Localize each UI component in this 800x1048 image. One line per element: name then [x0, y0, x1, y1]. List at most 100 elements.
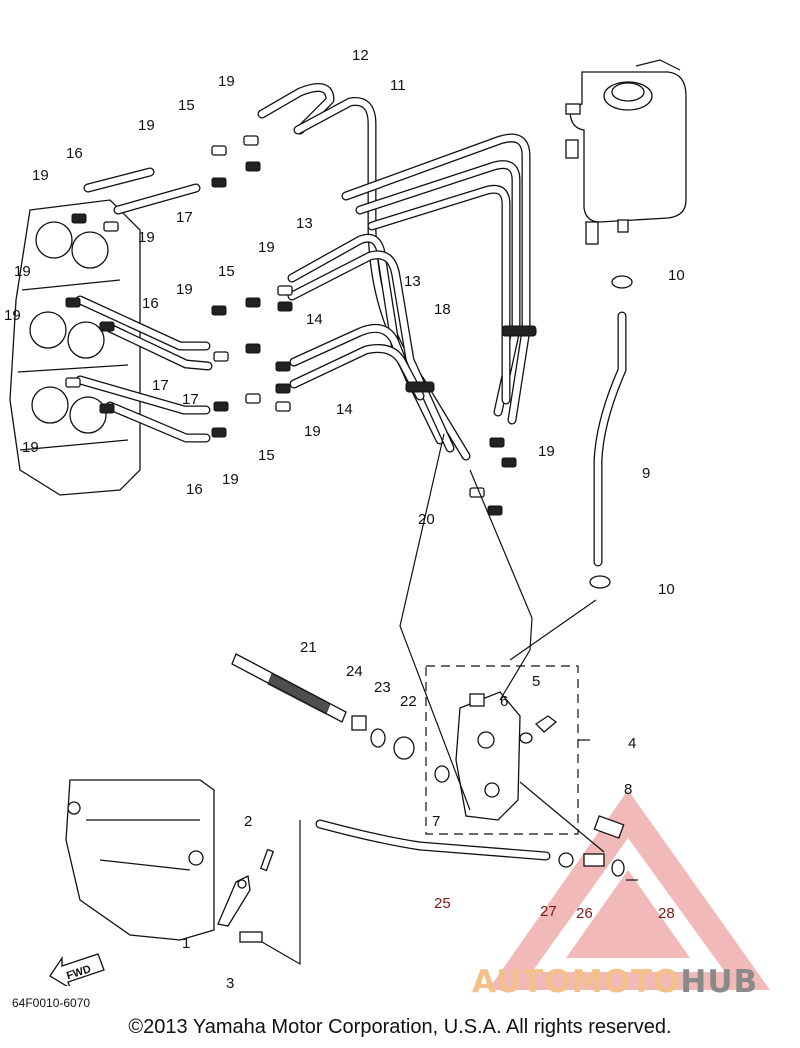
fitting-clip [71, 213, 87, 224]
fitting-clip [245, 343, 261, 354]
hose-12 [257, 83, 335, 135]
fitting-clip [65, 297, 81, 308]
callout-label-17: 17 [182, 391, 199, 408]
callout-label-23: 23 [374, 679, 391, 696]
callout-label-3: 3 [226, 975, 234, 992]
callout-label-11: 11 [390, 77, 406, 94]
callout-label-20: 20 [418, 511, 435, 528]
fitting-clip [245, 393, 261, 404]
fitting-clip [275, 361, 291, 372]
callout-label-22: 22 [400, 693, 417, 710]
callout-label-19: 19 [32, 167, 49, 184]
fitting-clip [243, 135, 259, 146]
bolt-5 [534, 715, 558, 733]
clamp-10 [589, 275, 633, 589]
callout-label-19: 19 [304, 423, 321, 440]
hose-14 [289, 323, 425, 401]
fitting-clip [103, 221, 119, 232]
callout-label-17: 17 [152, 377, 169, 394]
fitting-clip [211, 177, 227, 188]
callout-label-19: 19 [138, 117, 155, 134]
fitting-clip [501, 457, 517, 468]
fitting-8 [593, 815, 625, 839]
oil-tank [565, 59, 687, 245]
callout-label-9: 9 [642, 465, 650, 482]
callout-label-4: 4 [628, 735, 636, 752]
callout-label-25: 25 [434, 895, 451, 912]
engine-block [9, 199, 141, 496]
callout-label-1: 1 [182, 935, 190, 952]
joint-3 [239, 931, 263, 943]
fitting-clip [275, 401, 291, 412]
fitting-clip [245, 161, 261, 172]
callout-label-24: 24 [346, 663, 363, 680]
fitting-clip [277, 285, 293, 296]
copyright: ©2013 Yamaha Motor Corporation, U.S.A. A… [128, 1016, 672, 1038]
fitting-clip [245, 297, 261, 308]
fitting-clip [211, 305, 227, 316]
callout-label-21: 21 [300, 639, 317, 656]
callout-label-19: 19 [258, 239, 275, 256]
callout-label-8: 8 [624, 781, 632, 798]
oring-22 [370, 728, 386, 748]
brand-part2: HUB [680, 964, 759, 1000]
fitting-clip [211, 427, 227, 438]
fitting-clip [275, 383, 291, 394]
fitting-clip [489, 437, 505, 448]
callout-label-10: 10 [658, 581, 675, 598]
callout-label-14: 14 [306, 311, 323, 328]
watermark-triangle [488, 790, 770, 990]
watermark-brand: AUTOMOTOHUB [472, 964, 758, 1000]
callout-label-15: 15 [178, 97, 195, 114]
hose-9 [593, 311, 627, 567]
fitting-clip [469, 487, 485, 498]
callout-label-14: 14 [336, 401, 353, 418]
fitting-clip [65, 377, 81, 388]
hose-16-17 [75, 167, 213, 443]
callout-label-19: 19 [138, 229, 155, 246]
callout-label-19: 19 [176, 281, 193, 298]
callout-label-13: 13 [296, 215, 313, 232]
brand-part1: AUTOMOTO [472, 964, 681, 1000]
fittings [65, 135, 517, 516]
hose-13 [287, 233, 455, 453]
callout-label-18: 18 [434, 301, 451, 318]
callout-label-5: 5 [532, 673, 540, 690]
part-26 [558, 852, 574, 868]
fitting-clip [99, 321, 115, 332]
gasket-7 [434, 765, 450, 783]
callout-label-15: 15 [218, 263, 235, 280]
fwd-arrow: FWD [48, 946, 108, 991]
hose-24 [315, 819, 551, 861]
fitting-clip [213, 401, 229, 412]
oil-pump-box [425, 665, 579, 835]
callout-label-27: 27 [540, 903, 557, 920]
seal-23 [351, 715, 367, 731]
callout-label-16: 16 [142, 295, 159, 312]
fitting-clip [211, 145, 227, 156]
part-28 [611, 859, 625, 877]
callout-label-6: 6 [500, 693, 508, 710]
callout-label-12: 12 [352, 47, 369, 64]
callout-label-19: 19 [538, 443, 555, 460]
fitting-clip [213, 351, 229, 362]
oil-pump [455, 691, 521, 821]
callout-label-7: 7 [432, 813, 440, 830]
callout-label-19: 19 [14, 263, 31, 280]
callout-label-17: 17 [176, 209, 193, 226]
callout-labels: 1234567891010111213131414151515161616171… [4, 47, 685, 992]
fitting-clip [487, 505, 503, 516]
pin-2 [259, 848, 275, 872]
leader-lines [261, 433, 605, 966]
callout-label-10: 10 [668, 267, 685, 284]
callout-label-19: 19 [222, 471, 239, 488]
callout-label-16: 16 [66, 145, 83, 162]
callout-label-28: 28 [658, 905, 675, 922]
bearing-21 [393, 736, 415, 760]
drawing-code: 64F0010-6070 [12, 996, 91, 1010]
link-1 [217, 875, 251, 927]
callout-label-19: 19 [22, 439, 39, 456]
callout-label-19: 19 [218, 73, 235, 90]
shaft-20 [231, 653, 347, 723]
